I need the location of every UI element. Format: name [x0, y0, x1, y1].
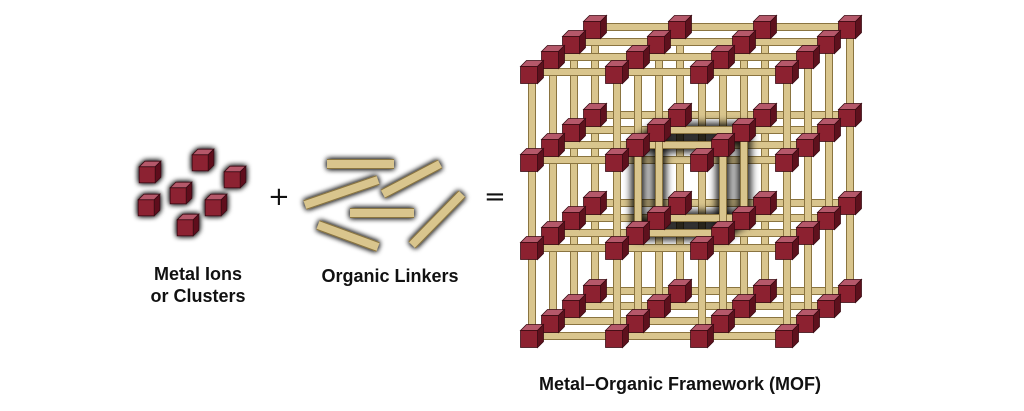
plus-operator: +	[268, 182, 290, 212]
mof-metal-node	[604, 59, 630, 85]
mof-metal-node	[752, 278, 778, 304]
mof-metal-node	[540, 220, 566, 246]
metal-ion-cube	[176, 213, 200, 237]
mof-metal-node	[519, 323, 545, 349]
mof-metal-node	[837, 102, 863, 128]
mof-metal-node	[710, 220, 736, 246]
metal-ion-cube	[169, 181, 193, 205]
mof-metal-node	[519, 235, 545, 261]
metal-ions-label-line2: or Clusters	[150, 286, 246, 306]
mof-metal-node	[795, 308, 821, 334]
mof-metal-node	[625, 132, 651, 158]
mof-metal-node	[625, 308, 651, 334]
mof-metal-node	[689, 323, 715, 349]
mof-metal-node	[689, 59, 715, 85]
mof-metal-node	[689, 147, 715, 173]
mof-metal-node	[774, 323, 800, 349]
mof-metal-node	[625, 220, 651, 246]
mof-metal-node	[646, 205, 672, 231]
mof-nodes	[519, 14, 863, 349]
mof-metal-node	[752, 102, 778, 128]
metal-ions-label-line1: Metal Ions	[153, 264, 242, 284]
metal-ion-cube	[137, 193, 161, 217]
mof-metal-node	[519, 59, 545, 85]
mof-metal-node	[582, 190, 608, 216]
mof-metal-node	[731, 29, 757, 55]
mof-metal-node	[582, 102, 608, 128]
metal-ions-cluster	[137, 148, 247, 237]
mof-lattice	[519, 14, 863, 349]
metal-ion-cube	[138, 160, 162, 184]
mof-metal-node	[795, 220, 821, 246]
mof-metal-node	[731, 117, 757, 143]
metal-ion-cube	[204, 193, 228, 217]
mof-metal-node	[774, 147, 800, 173]
mof-metal-node	[561, 205, 587, 231]
mof-metal-node	[731, 293, 757, 319]
metal-ion-cube	[191, 148, 215, 172]
mof-metal-node	[689, 235, 715, 261]
organic-linker-stick	[380, 159, 443, 199]
mof-metal-node	[667, 102, 693, 128]
mof-metal-node	[774, 235, 800, 261]
mof-metal-node	[837, 278, 863, 304]
mof-metal-node	[561, 117, 587, 143]
mof-metal-node	[646, 293, 672, 319]
mof-metal-node	[710, 308, 736, 334]
mof-metal-node	[519, 147, 545, 173]
mof-metal-node	[667, 14, 693, 40]
mof-metal-node	[604, 147, 630, 173]
mof-metal-node	[561, 293, 587, 319]
mof-metal-node	[604, 323, 630, 349]
mof-metal-node	[540, 132, 566, 158]
mof-metal-node	[582, 14, 608, 40]
mof-metal-node	[731, 205, 757, 231]
mof-metal-node	[795, 44, 821, 70]
mof-metal-node	[816, 293, 842, 319]
mof-metal-node	[752, 190, 778, 216]
mof-metal-node	[774, 59, 800, 85]
mof-metal-node	[604, 235, 630, 261]
mof-metal-node	[667, 278, 693, 304]
mof-metal-node	[795, 132, 821, 158]
mof-metal-node	[837, 14, 863, 40]
mof-metal-node	[646, 117, 672, 143]
organic-linkers-group	[303, 159, 466, 252]
mof-metal-node	[710, 132, 736, 158]
mof-metal-node	[816, 29, 842, 55]
mof-metal-node	[667, 190, 693, 216]
mof-metal-node	[816, 205, 842, 231]
mof-label: Metal–Organic Framework (MOF)	[538, 374, 822, 394]
mof-metal-node	[540, 308, 566, 334]
mof-metal-node	[646, 29, 672, 55]
equals-operator: =	[484, 182, 506, 212]
organic-linkers-label: Organic Linkers	[321, 266, 459, 286]
mof-metal-node	[710, 44, 736, 70]
mof-metal-node	[837, 190, 863, 216]
mof-metal-node	[540, 44, 566, 70]
mof-metal-node	[561, 29, 587, 55]
mof-metal-node	[625, 44, 651, 70]
organic-linker-stick	[316, 220, 380, 252]
mof-metal-node	[752, 14, 778, 40]
mof-metal-node	[816, 117, 842, 143]
mof-metal-node	[582, 278, 608, 304]
metal-ion-cube	[223, 165, 247, 189]
organic-linker-stick	[303, 175, 380, 210]
organic-linker-stick	[408, 190, 466, 249]
